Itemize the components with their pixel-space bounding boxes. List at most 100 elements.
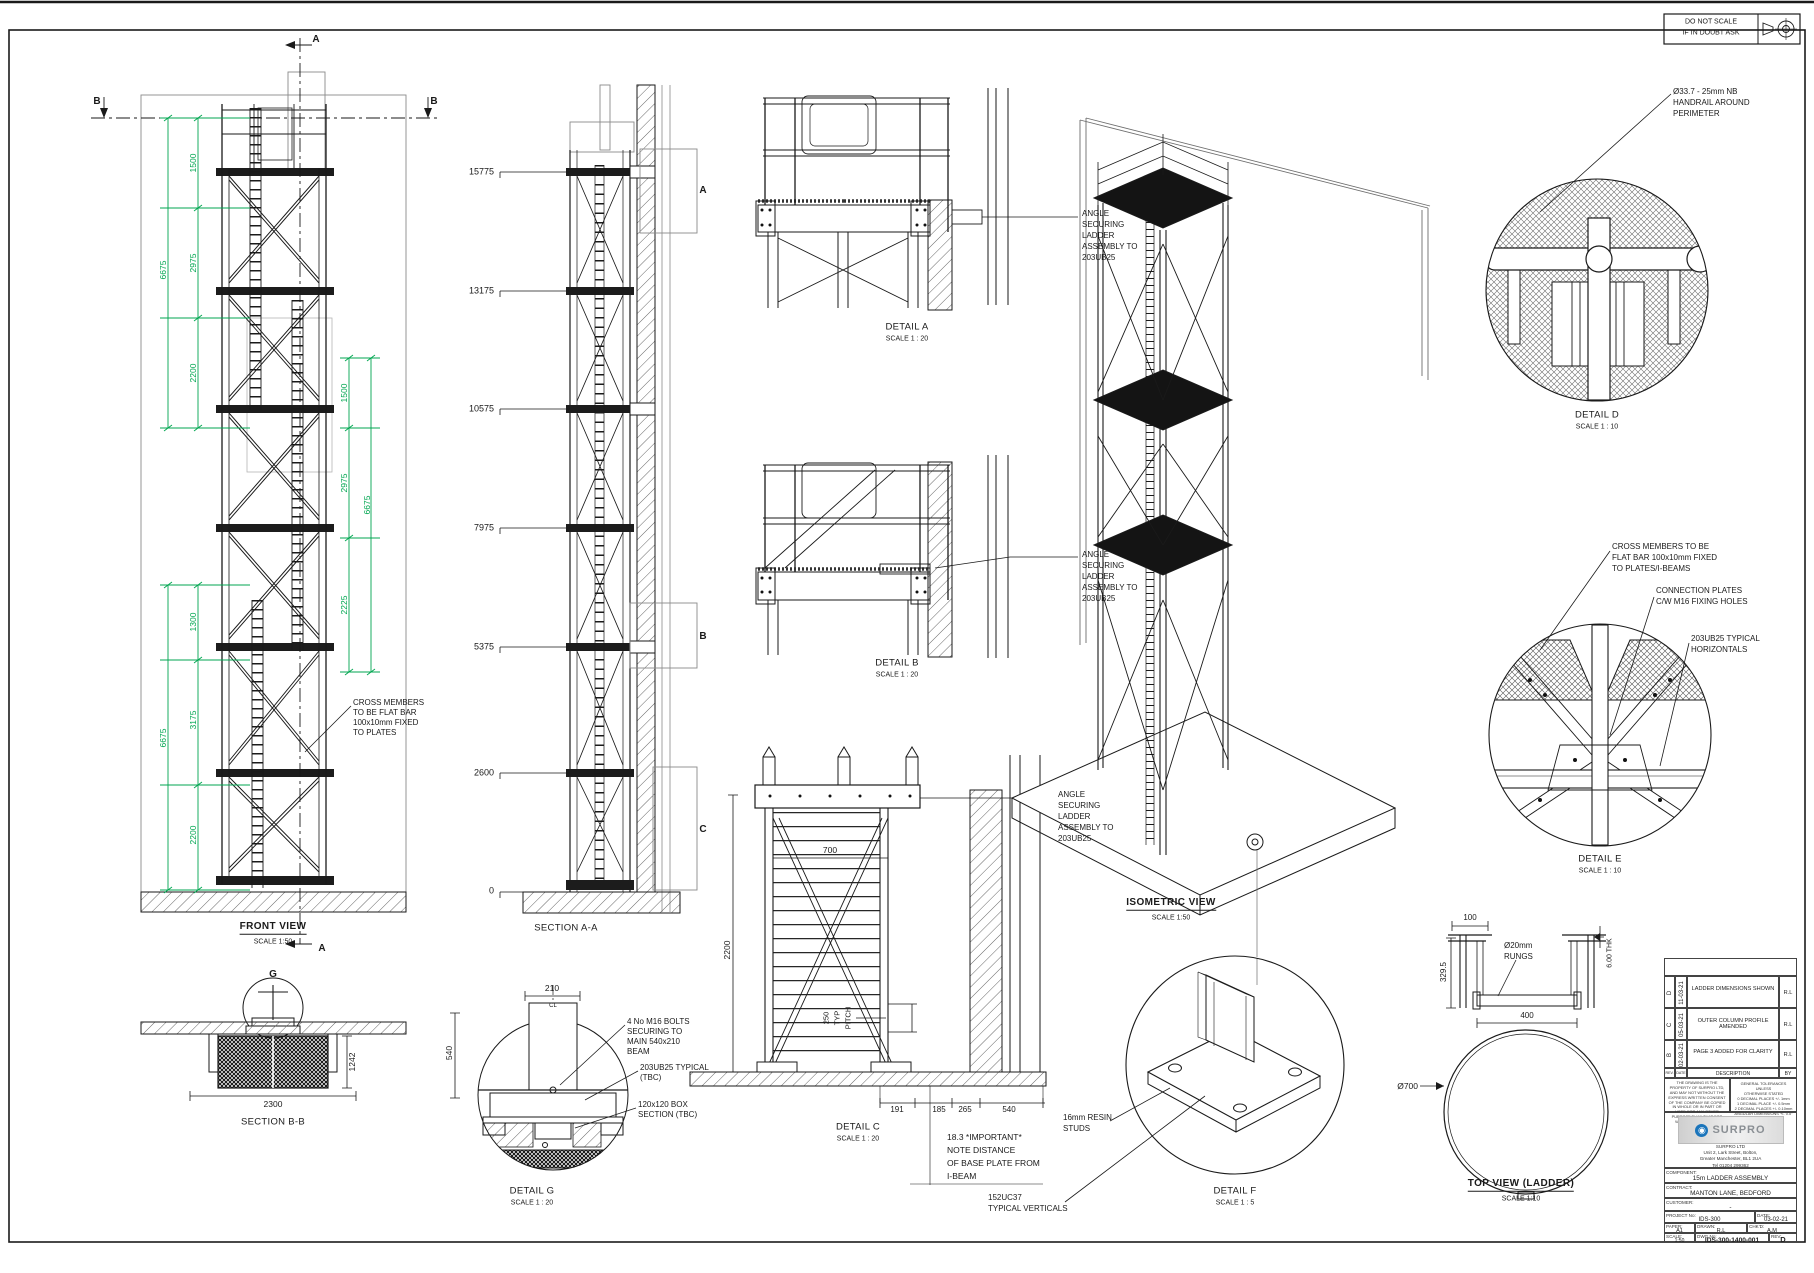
top-view-ladder-drawing bbox=[1420, 921, 1609, 1200]
elevation-5375: 5375 bbox=[473, 641, 494, 652]
detail-c-callout-letter: C bbox=[699, 824, 707, 835]
drawn-value: R.L bbox=[1716, 1228, 1726, 1234]
resin-studs-note-line: 16mm RESIN bbox=[1063, 1113, 1112, 1122]
horizontals-note-line: HORIZONTALS bbox=[1691, 645, 1748, 654]
rev-header-date: DATE bbox=[1675, 1068, 1687, 1078]
elevation-15775: 15775 bbox=[468, 166, 494, 177]
dim-1500-right: 1500 bbox=[338, 383, 349, 403]
rev-value: D bbox=[1780, 1235, 1786, 1244]
rev-desc: LADDER DIMENSIONS SHOWN bbox=[1691, 986, 1775, 992]
rev-letter: B bbox=[1667, 1052, 1673, 1058]
dim-2225-right: 2225 bbox=[338, 595, 349, 615]
section-a-marker-top: A bbox=[312, 34, 320, 45]
tolerance-line: 0 DECIMAL PLACES +/- 1mm bbox=[1737, 1096, 1790, 1102]
section-bb-drawing bbox=[140, 977, 407, 1101]
rev-header-label: BY bbox=[1784, 1071, 1792, 1077]
dim-2200-detail-c: 2200 bbox=[721, 940, 732, 960]
horizontals-note-line: 203UB25 TYPICAL bbox=[1691, 634, 1760, 643]
customer-value: - bbox=[1729, 1204, 1732, 1211]
angle-note-b-line: LADDER bbox=[1082, 572, 1115, 581]
dim-2300: 2300 bbox=[263, 1098, 283, 1109]
rev-desc: PAGE 3 ADDED FOR CLARITY bbox=[1693, 1049, 1773, 1055]
dim-2975-right: 2975 bbox=[338, 473, 349, 493]
dwg-no-cell: DWG No: IDS-300-1400-001 bbox=[1695, 1233, 1769, 1244]
dim-100: 100 bbox=[1463, 913, 1477, 922]
rev-by: R.L bbox=[1783, 990, 1793, 996]
rev-header-label: DATE bbox=[1676, 1071, 1686, 1075]
cross-members-note-line: 100x10mm FIXED bbox=[353, 718, 419, 727]
rev-header-desc: DESCRIPTION bbox=[1687, 1068, 1779, 1078]
detail-a-scale: SCALE 1 : 20 bbox=[885, 335, 929, 343]
tolerance-line: 2 DECIMAL PLACES +/- 0.10mm bbox=[1734, 1106, 1793, 1112]
dim-329-5: 329.5 bbox=[1439, 961, 1448, 983]
baseplate-note-line: NOTE DISTANCE bbox=[947, 1145, 1016, 1155]
drawn-label: DRAWN: bbox=[1697, 1224, 1716, 1229]
rev-letter-cell: D bbox=[1664, 976, 1675, 1008]
angle-note-b-line: 203UB25 bbox=[1082, 594, 1116, 603]
rev-by: R.L bbox=[1783, 1022, 1793, 1028]
detail-c-drawing bbox=[689, 746, 1054, 1185]
angle-note-c-line: 203UB25 bbox=[1058, 834, 1092, 843]
component-value: 15m LADDER ASSEMBLY bbox=[1692, 1175, 1769, 1182]
tolerance-line: GENERAL TOLERANCES UNLESS bbox=[1740, 1081, 1787, 1092]
m16-bolts-note-line: MAIN 540x210 bbox=[627, 1037, 680, 1046]
angle-note-c-line: ANGLE bbox=[1058, 790, 1086, 799]
angle-note-a-line: ASSEMBLY TO bbox=[1082, 242, 1138, 251]
isometric-view-scale: SCALE 1:50 bbox=[1151, 914, 1191, 922]
flat-bar-note-line: TO PLATES/I-BEAMS bbox=[1612, 564, 1691, 573]
handrail-note-line: PERIMETER bbox=[1673, 109, 1720, 118]
isometric-view-title: ISOMETRIC VIEW bbox=[1126, 897, 1216, 911]
title-block: D 11-03-21 LADDER DIMENSIONS SHOWN R.L C… bbox=[1664, 958, 1797, 1244]
rev-date: 02-03-21 bbox=[1679, 1042, 1685, 1068]
contract-cell: CONTRACT: MANTON LANE, BEDFORD bbox=[1664, 1183, 1797, 1198]
detail-f-title: DETAIL F bbox=[1213, 1185, 1257, 1197]
do-not-scale-line2: IF IN DOUBT ASK bbox=[1682, 29, 1740, 37]
angle-note-c-line: ASSEMBLY TO bbox=[1058, 823, 1114, 832]
rungs-note-line: RUNGS bbox=[1504, 952, 1533, 961]
rev-by: R.L bbox=[1783, 1052, 1793, 1058]
rev-desc: OUTER COLUMN PROFILE AMENDED bbox=[1697, 1018, 1769, 1030]
rev-desc-cell: OUTER COLUMN PROFILE AMENDED bbox=[1687, 1008, 1779, 1040]
detail-e-title: DETAIL E bbox=[1578, 853, 1622, 865]
front-view-dimension-lines bbox=[160, 114, 380, 894]
section-a-marker-bottom: A bbox=[318, 943, 326, 954]
do-not-scale-line1: DO NOT SCALE bbox=[1685, 18, 1737, 26]
detail-g-scale: SCALE 1 : 20 bbox=[510, 1199, 554, 1207]
angle-note-b-line: SECURING bbox=[1082, 561, 1125, 570]
paper-cell: PAPER: A1 bbox=[1664, 1223, 1695, 1234]
project-cell: PROJECT No: IDS-300 bbox=[1664, 1211, 1755, 1223]
angle-note-a-line: LADDER bbox=[1082, 231, 1115, 240]
section-aa-drawing bbox=[499, 84, 698, 914]
dim-1500-upper: 1500 bbox=[187, 153, 198, 173]
rev-by-cell: R.L bbox=[1779, 976, 1797, 1008]
resin-studs-note-line: STUDS bbox=[1063, 1124, 1091, 1133]
detail-b-drawing bbox=[755, 455, 1078, 658]
scale-cell: SCALE: 1:50 bbox=[1664, 1233, 1695, 1244]
dim-3175-lower: 3175 bbox=[187, 710, 198, 730]
top-view-title: TOP VIEW (LADDER) bbox=[1467, 1178, 1575, 1192]
checked-label: CHK'D: bbox=[1749, 1224, 1765, 1229]
rev-letter: C bbox=[1667, 1022, 1673, 1028]
elevation-0: 0 bbox=[488, 885, 494, 896]
angle-note-c-line: SECURING bbox=[1058, 801, 1101, 810]
dim-210: 210 bbox=[544, 982, 560, 993]
ub25-note-line: (TBC) bbox=[640, 1073, 662, 1082]
dim-pitch-pitch: PITCH bbox=[843, 1006, 853, 1030]
flat-bar-note-line: FLAT BAR 100x10mm FIXED bbox=[1612, 553, 1718, 562]
handrail-note-line: Ø33.7 - 25mm NB bbox=[1673, 87, 1738, 96]
section-b-marker-left: B bbox=[93, 96, 101, 107]
component-label: COMPONENT: bbox=[1666, 1170, 1697, 1175]
elevation-13175: 13175 bbox=[468, 285, 494, 296]
address-line: Tel 01204 299362 bbox=[1712, 1162, 1749, 1168]
contract-label: CONTRACT: bbox=[1666, 1185, 1693, 1190]
rev-desc-cell: PAGE 3 ADDED FOR CLARITY bbox=[1687, 1040, 1779, 1068]
dim-pitch-typ: TYP bbox=[832, 1010, 842, 1026]
front-view-drawing bbox=[91, 38, 437, 948]
checked-cell: CHK'D: A.M bbox=[1747, 1223, 1797, 1234]
address-line: Greater Manchester, BL1 2UA bbox=[1699, 1156, 1762, 1162]
dim-540-detail-g: 540 bbox=[443, 1045, 454, 1061]
handrail-note-line: HANDRAIL AROUND bbox=[1673, 98, 1750, 107]
detail-f-drawing bbox=[1064, 955, 1345, 1203]
page-frame bbox=[0, 0, 1814, 1243]
